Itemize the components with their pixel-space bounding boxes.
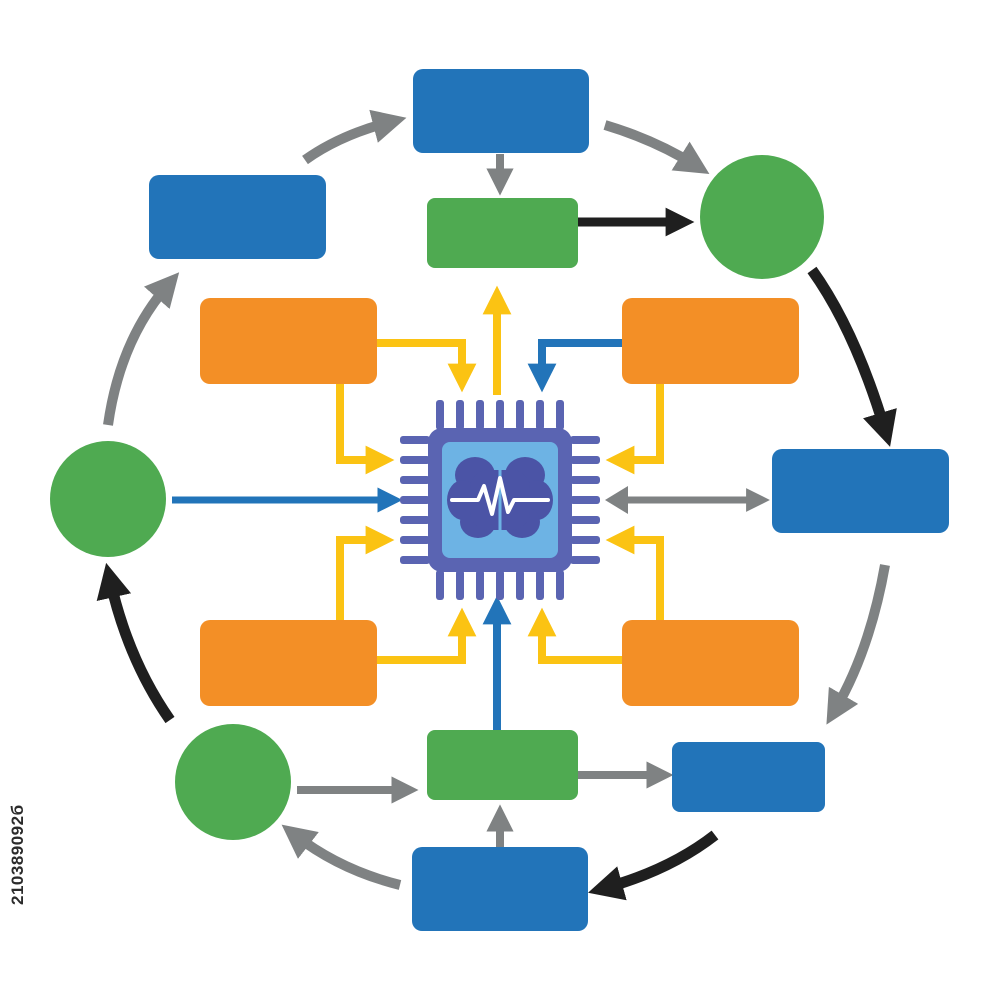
ring-arrow-bottom-right	[588, 830, 719, 901]
ring-arrow-bottom-left	[281, 824, 402, 890]
arrow-orange-bl-a	[336, 525, 395, 620]
chip-pin-left-3	[400, 496, 430, 504]
arrow-orange-tl-a	[377, 339, 477, 393]
chip-pin-right-2	[570, 476, 600, 484]
chip-pin-top-4	[516, 400, 524, 430]
chip-pin-left-1	[400, 456, 430, 464]
chip-pin-bottom-1	[456, 570, 464, 600]
green-circle-upper-right	[700, 155, 824, 279]
blue-box-top	[413, 69, 589, 153]
ring-arrow-top-right	[603, 120, 710, 175]
chip-pin-top-6	[556, 400, 564, 430]
blue-box-upper-left	[149, 175, 326, 259]
orange-box-bottom-right	[622, 620, 799, 706]
chip-pin-left-2	[400, 476, 430, 484]
arrow-orange-bl-b	[377, 607, 477, 664]
chip-pin-left-6	[400, 556, 430, 564]
blue-box-lower-right	[672, 742, 825, 812]
arrow-orange-tl-b	[336, 383, 395, 475]
arrow-orange-br-a	[605, 525, 664, 620]
image-id-text: 210389092б	[8, 804, 27, 906]
chip-pin-right-1	[570, 456, 600, 464]
ring-arrow-right-upper	[807, 266, 897, 447]
orange-box-top-left	[200, 298, 377, 384]
chip-pin-left-4	[400, 516, 430, 524]
green-circle-lower-left	[175, 724, 291, 840]
chip-pin-right-6	[570, 556, 600, 564]
chip-pin-right-0	[570, 436, 600, 444]
blue-box-right	[772, 449, 949, 533]
green-box-bottom	[427, 730, 578, 800]
chip-pin-bottom-4	[516, 570, 524, 600]
green-circle-left	[50, 441, 166, 557]
blue-box-bottom	[412, 847, 588, 931]
chip-pin-left-5	[400, 536, 430, 544]
ring-arrow-right-lower	[826, 564, 890, 725]
ring-arrow-left-upper	[103, 272, 180, 426]
ai-chip-brain-icon	[400, 400, 600, 600]
ring-arrow-top-left	[302, 109, 407, 165]
chip-pin-top-3	[496, 400, 504, 430]
arrow-orange-br-b	[527, 607, 622, 664]
chip-pin-left-0	[400, 436, 430, 444]
chip-pin-right-4	[570, 516, 600, 524]
chip-pin-top-2	[476, 400, 484, 430]
chip-pin-top-0	[436, 400, 444, 430]
chip-pin-bottom-5	[536, 570, 544, 600]
ring-arrow-left-lower	[96, 562, 175, 724]
arrow-orange-tr-to-chip	[527, 339, 622, 393]
chip-pin-bottom-0	[436, 570, 444, 600]
chip-pin-bottom-2	[476, 570, 484, 600]
chip-pin-right-3	[570, 496, 600, 504]
chip-pin-bottom-6	[556, 570, 564, 600]
green-box-top	[427, 198, 578, 268]
chip-pin-bottom-3	[496, 570, 504, 600]
arrow-double-left-head	[605, 486, 628, 514]
chip-pin-right-5	[570, 536, 600, 544]
orange-box-top-right	[622, 298, 799, 384]
chip-pin-top-5	[536, 400, 544, 430]
chip-pin-top-1	[456, 400, 464, 430]
orange-box-bottom-left	[200, 620, 377, 706]
arrow-orange-tr-b	[605, 383, 664, 475]
